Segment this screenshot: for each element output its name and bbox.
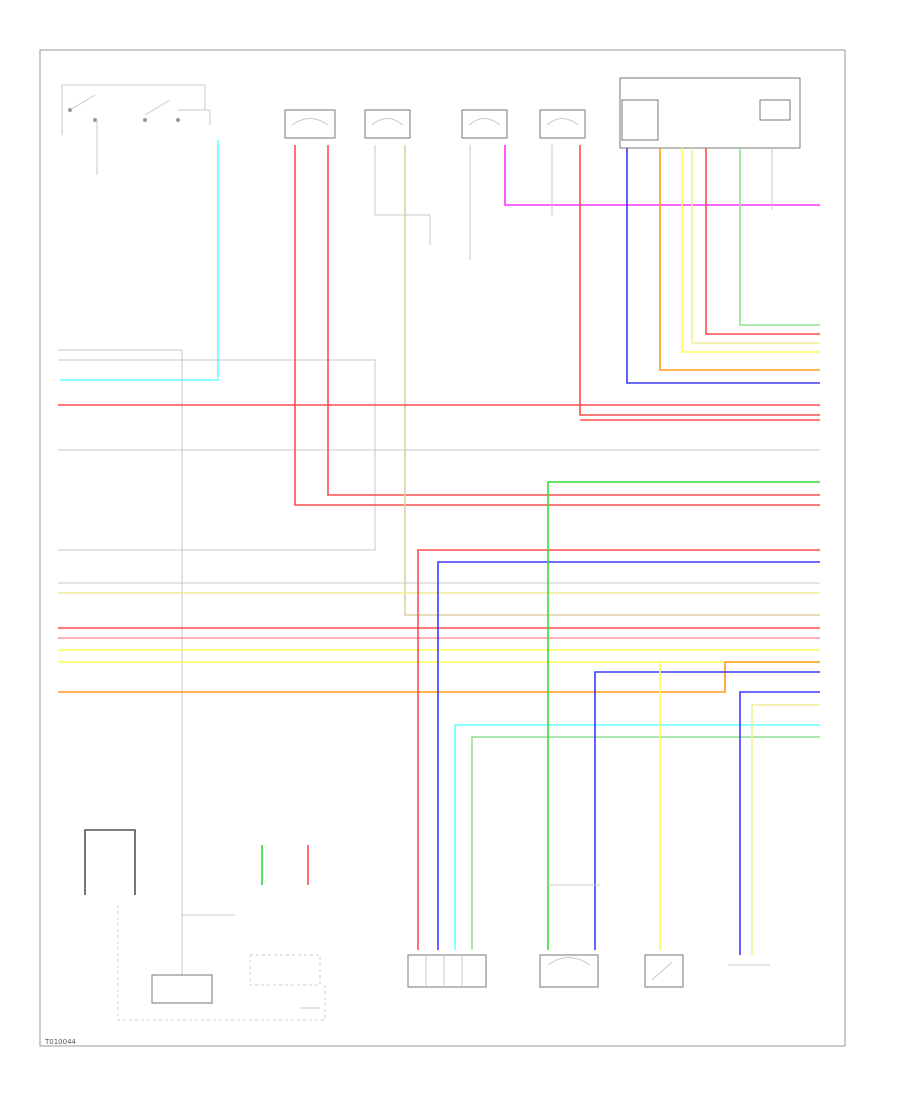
top-module-1 bbox=[284, 109, 336, 139]
wire-blue-rm bbox=[626, 148, 820, 384]
top-module-2 bbox=[364, 109, 411, 139]
diagram-frame bbox=[39, 49, 846, 1047]
wire-gray-m2 bbox=[374, 145, 431, 245]
wire-red-2 bbox=[327, 145, 820, 496]
wire-green-rm bbox=[739, 148, 820, 326]
wire-blue-down-3 bbox=[739, 691, 820, 955]
dashed-module bbox=[249, 954, 321, 986]
wire-tan-1 bbox=[404, 145, 820, 616]
wire-red-1 bbox=[294, 145, 820, 506]
wire-cyan-down bbox=[454, 724, 820, 950]
wire-blue-down bbox=[437, 561, 820, 950]
right-module bbox=[619, 77, 801, 149]
bottom-connector-block bbox=[407, 954, 487, 988]
wire-red-rm bbox=[705, 148, 820, 335]
ignition-switch bbox=[61, 84, 211, 175]
footer-code: T010044 bbox=[44, 1038, 77, 1046]
wire-cyan-ign bbox=[60, 140, 219, 381]
top-module-4 bbox=[539, 109, 586, 139]
bottom-switch-1 bbox=[539, 954, 599, 988]
wire-yellow-rm bbox=[681, 148, 820, 353]
ground-box bbox=[151, 974, 213, 1004]
wire-paleyellow-down bbox=[751, 704, 820, 955]
wire-green-down bbox=[547, 481, 820, 950]
wire-magenta bbox=[504, 145, 820, 206]
wire-red-down bbox=[417, 549, 820, 950]
bottom-switch-2 bbox=[644, 954, 684, 988]
wire-paleyellow-rm bbox=[691, 148, 820, 344]
wire-lightgreen-down bbox=[471, 736, 820, 950]
wire-orange-h bbox=[58, 661, 820, 693]
wire-orange-rm bbox=[659, 148, 820, 371]
wire-red-3 bbox=[579, 145, 820, 416]
wire-blue-down-2 bbox=[594, 671, 820, 950]
top-module-3 bbox=[461, 109, 508, 139]
